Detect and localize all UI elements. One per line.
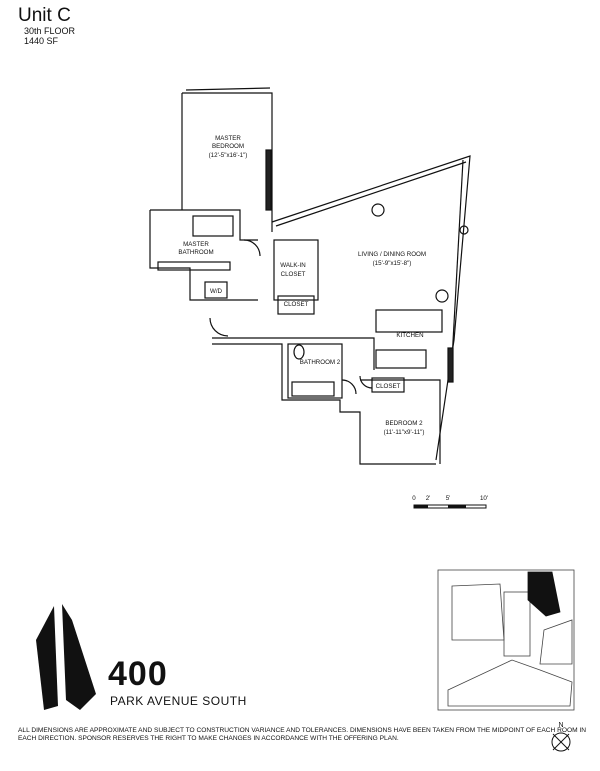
key-plan-block-3 xyxy=(539,619,573,665)
column-2 xyxy=(435,289,449,303)
north-label: N xyxy=(558,722,564,729)
scale-bar-seg-2 xyxy=(448,505,466,508)
key-plan-core xyxy=(503,591,531,657)
bathroom-2-walls xyxy=(287,343,343,399)
key-plan-block-2 xyxy=(447,659,573,707)
disclaimer: ALL DIMENSIONS ARE APPROXIMATE AND SUBJE… xyxy=(18,727,587,742)
walk-in-closet-label-2: CLOSET xyxy=(281,271,306,278)
brand-number: 400 xyxy=(108,655,168,693)
corridor-wall-bottom xyxy=(212,343,436,465)
wd-box xyxy=(204,281,228,299)
room-labels: MASTER BEDROOM (12'-5"x16'-1") MASTER BA… xyxy=(178,135,426,436)
door-swing-1 xyxy=(243,239,261,257)
key-plan-unit-highlight xyxy=(527,571,561,617)
scale-tick-0: 0 xyxy=(412,495,416,502)
master-bedroom-east-wall xyxy=(182,92,273,232)
logo-mark xyxy=(36,604,96,710)
key-plan xyxy=(437,569,575,711)
scale-bar-seg-1 xyxy=(414,505,428,508)
master-bedroom-label-1: MASTER xyxy=(215,135,241,142)
key-plan-frame xyxy=(437,569,575,711)
kitchen-label: KITCHEN xyxy=(396,332,423,339)
north-arrow: N xyxy=(548,722,574,760)
master-bath-outer xyxy=(149,210,258,301)
scale-tick-5: 5' xyxy=(446,495,451,502)
column-3 xyxy=(459,225,469,235)
living-inner-wall xyxy=(275,161,467,227)
corridor-wall-top xyxy=(212,337,375,370)
window-east xyxy=(451,159,464,361)
master-bedroom-dims: (12'-5"x16'-1") xyxy=(209,152,248,159)
bathroom-2-label: BATHROOM 2 xyxy=(300,359,341,366)
living-label: LIVING / DINING ROOM xyxy=(358,251,426,258)
floor-label: 30th FLOOR xyxy=(24,26,76,36)
bedroom-2-dims: (11'-11"x9'-11") xyxy=(384,429,425,436)
logo-shard-2 xyxy=(62,604,96,710)
window-top xyxy=(185,87,271,91)
master-bath-label-1: MASTER xyxy=(183,241,209,248)
closet-1-label: CLOSET xyxy=(284,301,309,308)
master-bedroom-column xyxy=(265,149,272,211)
walls xyxy=(149,87,471,465)
scale-tick-10: 10' xyxy=(480,495,488,502)
master-bath-walls xyxy=(150,209,258,241)
closet-1-walls xyxy=(277,295,315,315)
key-plan-block-1 xyxy=(451,583,505,641)
walk-in-closet-walls xyxy=(273,239,319,301)
vanity xyxy=(157,261,231,271)
master-bedroom-label-2: BEDROOM xyxy=(212,143,244,150)
column-1 xyxy=(371,203,385,217)
area-label: 1440 SF xyxy=(24,36,59,46)
unit-title: Unit C xyxy=(18,5,71,26)
master-tub xyxy=(192,215,234,237)
walk-in-closet-label-1: WALK-IN xyxy=(280,262,306,269)
closet-2-label: CLOSET xyxy=(376,383,401,390)
brand-name: PARK AVENUE SOUTH xyxy=(110,694,247,708)
bedroom-2-walls xyxy=(360,379,441,464)
unit-header: Unit C 30th FLOOR 1440 SF xyxy=(18,5,76,47)
closet-2-walls xyxy=(371,377,405,393)
wd-label: W/D xyxy=(210,288,223,295)
door-swing-4 xyxy=(359,375,373,389)
bathroom-2-tub xyxy=(291,381,335,397)
scale-bar: 0 2' 5' 10' xyxy=(412,495,488,509)
living-dims: (15'-9"x15'-8") xyxy=(373,260,412,267)
master-bath-label-2: BATHROOM xyxy=(178,249,213,256)
door-swing-2 xyxy=(209,317,229,337)
kitchen-counter-top xyxy=(375,309,443,333)
toilet xyxy=(293,344,305,360)
bedroom-2-label: BEDROOM 2 xyxy=(385,420,423,427)
compass-icon xyxy=(551,732,571,752)
living-east-wall xyxy=(271,155,471,461)
logo-shard-1 xyxy=(36,606,58,710)
kitchen-counter-bottom xyxy=(375,349,427,369)
east-column xyxy=(447,347,454,383)
scale-tick-2: 2' xyxy=(426,495,431,502)
door-swing-3 xyxy=(341,379,357,395)
